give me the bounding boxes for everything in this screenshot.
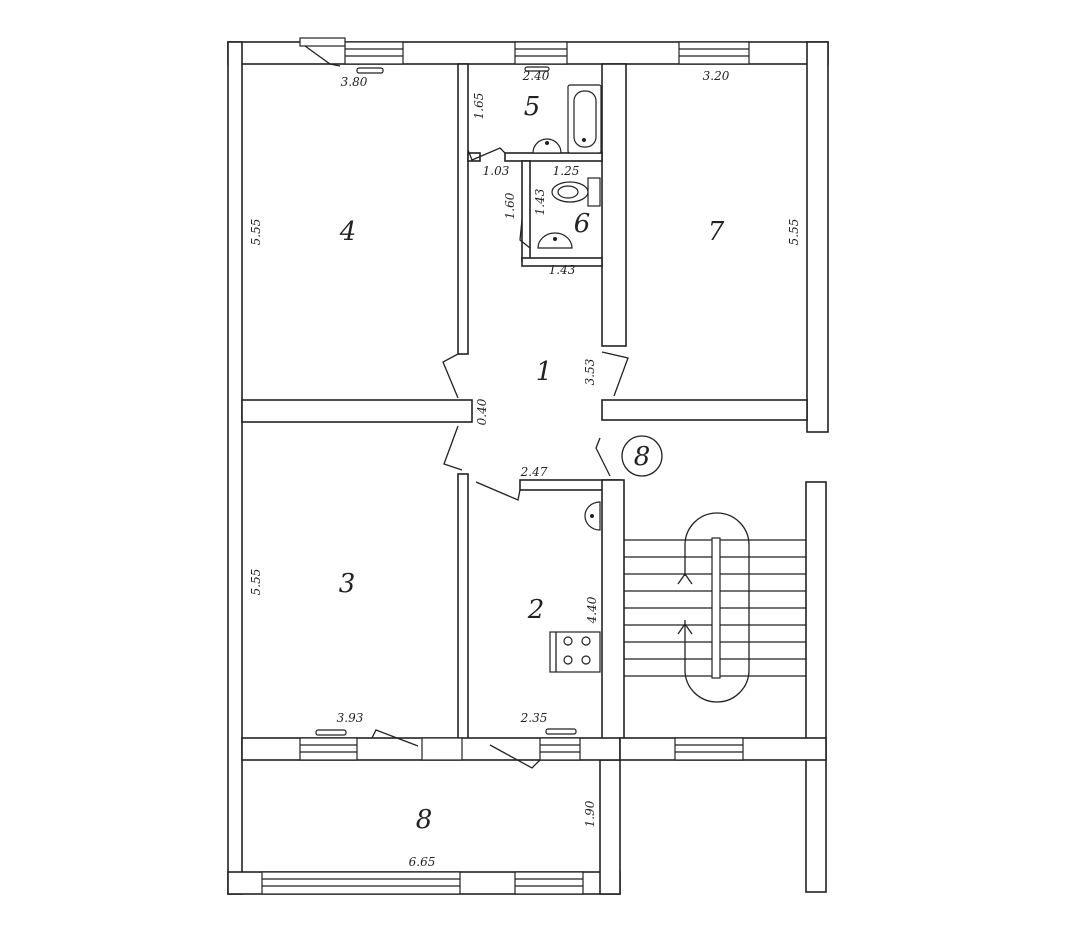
room-label-2: 2 [527, 595, 545, 625]
room-label-1: 1 [536, 357, 553, 387]
dim-room2-bottom: 2.35 [520, 711, 548, 725]
bathtub [567, 84, 602, 154]
room-label-5: 5 [524, 92, 541, 122]
dim-hall-height: 3.53 [583, 358, 597, 385]
room-label-6: 6 [574, 209, 591, 239]
dim-room4-width: 3.80 [341, 75, 368, 89]
sink-bathroom [532, 138, 562, 154]
kitchen-sink [584, 501, 601, 531]
dim-hall-width: 0.40 [475, 398, 489, 425]
dim-room6-height-inner: 1.43 [533, 188, 547, 215]
room-label-3: 3 [339, 569, 356, 599]
interior-walls [241, 63, 827, 761]
dim-room6-bottom: 1.43 [549, 263, 576, 277]
dim-room5-width: 2.40 [522, 69, 550, 83]
stove [549, 631, 601, 673]
dim-balcony-width: 6.65 [409, 855, 436, 869]
dim-room2-top: 2.47 [520, 465, 548, 479]
dim-room2-height: 4.40 [585, 596, 599, 624]
room-label-4: 4 [339, 217, 357, 247]
dim-room7-width: 3.20 [703, 69, 730, 83]
dim-room4-height: 5.55 [249, 219, 263, 246]
radiators [315, 66, 577, 736]
dim-room6-width: 1.25 [553, 164, 580, 178]
dimension-labels: 3.80 5.55 2.40 1.65 1.03 1.25 1.60 1.43 … [249, 69, 801, 869]
circled-label-text: 8 [634, 442, 651, 472]
dim-passage-width: 1.03 [483, 164, 510, 178]
dim-room7-height: 5.55 [787, 219, 801, 246]
room-label-8: 8 [416, 805, 433, 835]
dim-room3-bottom: 3.93 [337, 711, 364, 725]
staircase [624, 512, 806, 703]
dim-room5-height: 1.65 [472, 93, 486, 120]
circled-label: 8 [621, 435, 663, 477]
doors [304, 45, 629, 769]
dim-room6-height-outer: 1.60 [503, 192, 517, 219]
toilet [551, 177, 601, 207]
dim-balcony-height: 1.90 [583, 800, 597, 827]
dim-room3-height: 5.55 [249, 569, 263, 596]
room-label-7: 7 [708, 217, 725, 247]
room-labels: 4 5 6 7 1 3 2 8 [339, 92, 725, 835]
sink-wc [537, 232, 573, 249]
windows [261, 37, 750, 895]
